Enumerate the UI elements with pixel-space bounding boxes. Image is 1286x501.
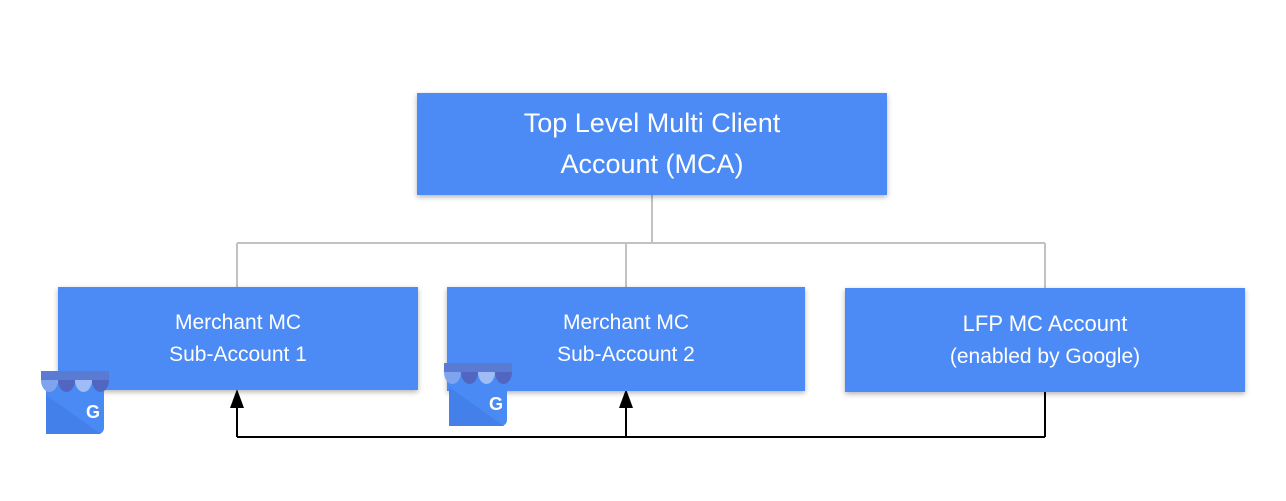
node-label-line: Top Level Multi Client [523,108,781,138]
tree-connector-lines [236,195,1046,288]
google-g-letter: G [86,402,100,422]
awning-scallop [444,372,461,384]
arrowhead-to-sub-account-2 [619,389,633,408]
storefront-body-shade [46,395,101,434]
node-label-line: LFP MC Account [962,311,1128,336]
node-top-level-mca: Top Level Multi Client Account (MCA) [417,93,887,195]
node-label-line: (enabled by Google) [949,345,1141,368]
awning-scallop [92,380,109,392]
node-label-line: Merchant MC [562,311,690,334]
awning-band [444,363,512,373]
awning-scallop [495,372,512,384]
node-label-line: Sub-Account 2 [557,343,695,366]
awning-scallop [58,380,75,392]
node-merchant-sub-account-1: Merchant MC Sub-Account 1 [58,287,418,390]
awning-scallop [41,380,58,392]
google-g-letter: G [489,394,503,414]
node-label-line: Sub-Account 1 [169,342,307,366]
google-business-profile-icon: G [41,371,109,434]
arrowhead-to-sub-account-1 [230,389,244,408]
storefront-body-shade [449,387,504,426]
node-lfp-mc-account: LFP MC Account (enabled by Google) [845,288,1245,392]
node-label-line: Account (MCA) [560,149,744,179]
lfp-feed-lines [236,392,1046,438]
node-label-line: Merchant MC [174,310,302,334]
awning-scallop [461,372,478,384]
awning-band [41,371,109,381]
google-business-profile-icon: G [444,363,512,426]
awning-scallop [478,372,495,384]
awning-scallop [75,380,92,392]
